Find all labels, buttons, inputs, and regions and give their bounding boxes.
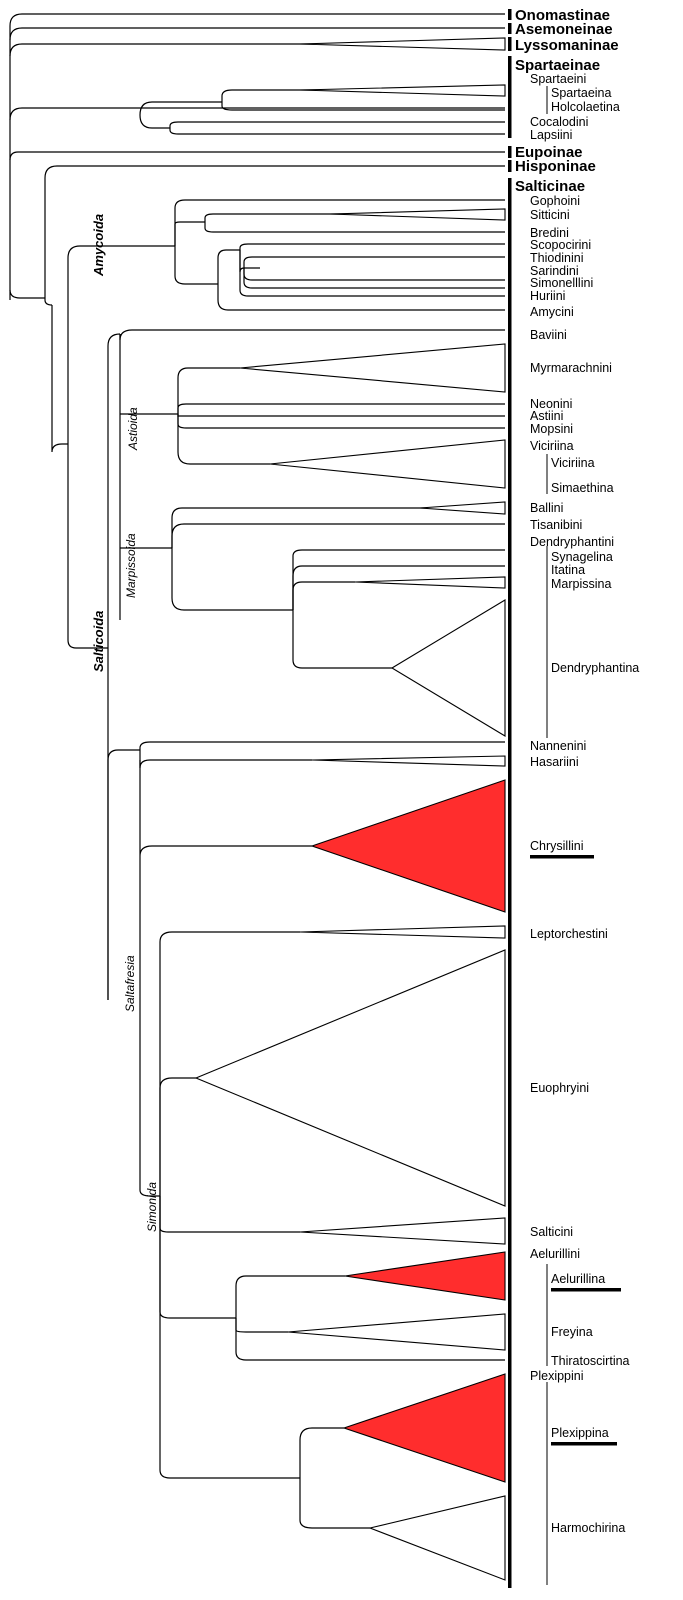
lyssomaninae-bar [508, 37, 512, 51]
tribe-label: Spartaeini [530, 72, 586, 86]
sitticini-triangle [329, 208, 506, 221]
clade-labels: Amycoida Salticoida Astioida Marpissoida… [91, 214, 159, 1232]
tribe-label: Neonini [530, 397, 572, 411]
chrysillini-triangle [310, 779, 506, 913]
subtribe-label: Marpissina [551, 577, 611, 591]
subtribe-label: Synagelina [551, 550, 613, 564]
tribe-label: Plexippini [530, 1369, 584, 1383]
tribe-label: Baviini [530, 328, 567, 342]
subfamily-label: Eupoinae [515, 144, 583, 161]
subtribe-label: Spartaeina [551, 86, 612, 100]
tribe-label: Sarindini [530, 264, 579, 278]
asemoneinae-bar [508, 23, 512, 34]
tribe-label: Euophryini [530, 1081, 589, 1095]
tribe-label: Tisanibini [530, 518, 582, 532]
chrysillini-underline [530, 855, 594, 859]
tribe-label: Dendryphantini [530, 535, 614, 549]
clade-label-astioida: Astioida [126, 407, 140, 451]
hasariini-triangle [311, 755, 506, 767]
lyssomaninae-triangle [299, 37, 506, 51]
clade-label-amycoida: Amycoida [91, 214, 106, 277]
highlight-underlines [530, 855, 621, 1446]
tribe-label: Gophoini [530, 194, 580, 208]
viciriina-triangle [269, 439, 506, 489]
spartaeina-triangle [299, 84, 506, 97]
eupoinae-bar [508, 146, 512, 158]
tribe-label: Amycini [530, 305, 574, 319]
clade-label-salticoida: Salticoida [91, 611, 106, 672]
plexippina-triangle [342, 1373, 506, 1483]
tribe-label: Viciriina [530, 439, 574, 453]
subtribe-label-highlighted: Plexippina [551, 1426, 609, 1440]
tribe-label: Lapsiini [530, 128, 572, 142]
tribe-label: Mopsini [530, 422, 573, 436]
subtribe-label: Thiratoscirtina [551, 1354, 630, 1368]
tribe-label: Scopocirini [530, 238, 591, 252]
tribe-labels: Spartaeini Cocalodini Lapsiini Gophoini … [530, 72, 614, 1383]
subfamily-label: Asemoneinae [515, 21, 613, 38]
subfamily-labels: Onomastinae Asemoneinae Lyssomaninae Spa… [515, 7, 619, 195]
salticinae-bar [508, 178, 512, 1588]
tribe-label: Nannenini [530, 739, 586, 753]
tribe-label: Ballini [530, 501, 563, 515]
taxon-bars [508, 9, 548, 1588]
tribe-label: Hasariini [530, 755, 579, 769]
subtribe-label: Holcolaetina [551, 100, 620, 114]
plexippina-underline [551, 1442, 617, 1446]
tribe-label: Astiini [530, 409, 563, 423]
subfamily-label: Spartaeinae [515, 57, 600, 74]
tribe-label: Simonelllini [530, 276, 593, 290]
tribe-label: Huriini [530, 289, 565, 303]
onomastinae-bar [508, 9, 512, 20]
subtribe-label: Dendryphantina [551, 661, 639, 675]
tribe-label: Cocalodini [530, 115, 588, 129]
tribe-label: Aelurillini [530, 1247, 580, 1261]
subfamily-label: Salticinae [515, 178, 585, 195]
subtribe-label: Freyina [551, 1325, 593, 1339]
aelurillina-triangle [344, 1251, 506, 1301]
clade-label-marpissoida: Marpissoida [124, 533, 138, 598]
tribe-label-highlighted: Chrysillini [530, 839, 583, 853]
tree-branches [9, 13, 505, 1529]
freyina-triangle [287, 1313, 506, 1351]
subtribe-label: Itatina [551, 563, 585, 577]
aelurillina-underline [551, 1288, 621, 1292]
subfamily-label: Lyssomaninae [515, 37, 619, 54]
subfamily-label: Onomastinae [515, 7, 610, 24]
tribe-label: Leptorchestini [530, 927, 608, 941]
clade-triangles [194, 37, 506, 1581]
spartaeinae-bar [508, 56, 512, 138]
marpissina-triangle [354, 576, 506, 589]
clade-label-saltafresia: Saltafresia [123, 955, 137, 1012]
harmochirina-triangle [368, 1495, 506, 1581]
euophryini-triangle [194, 949, 506, 1207]
tribe-label: Salticini [530, 1225, 573, 1239]
clade-label-simonida: Simonida [145, 1182, 159, 1232]
tribe-label: Myrmarachnini [530, 361, 612, 375]
myrmarachnini-triangle [239, 343, 506, 393]
ballini-triangle [419, 501, 506, 515]
subtribe-labels: Spartaeina Holcolaetina Viciriina Simaet… [551, 86, 639, 1535]
subtribe-label: Harmochirina [551, 1521, 625, 1535]
salticini-triangle [299, 1217, 506, 1245]
leptorchestini-triangle [299, 925, 506, 939]
dendryphantina-triangle [390, 599, 506, 737]
tribe-label: Thiodinini [530, 251, 584, 265]
tribe-label: Sitticini [530, 208, 570, 222]
subtribe-label: Viciriina [551, 456, 595, 470]
subfamily-label: Hisponinae [515, 158, 596, 175]
subtribe-label-highlighted: Aelurillina [551, 1272, 605, 1286]
subtribe-label: Simaethina [551, 481, 614, 495]
hisponinae-bar [508, 160, 512, 172]
tribe-label: Bredini [530, 226, 569, 240]
